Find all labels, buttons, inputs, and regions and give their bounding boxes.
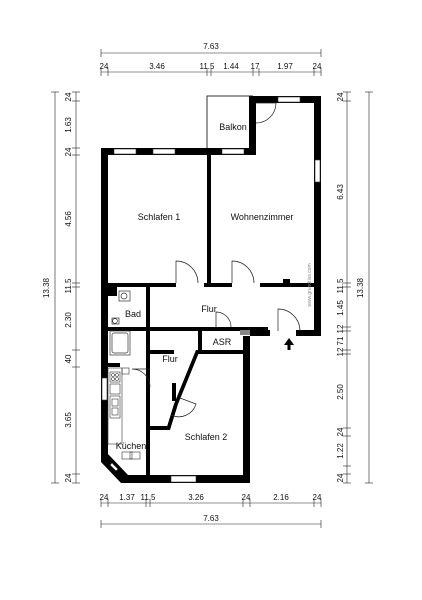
- right-dim-8: 2.50: [336, 384, 345, 400]
- top-dim-1: 24: [100, 62, 109, 71]
- left-dim-4: 4.56: [64, 211, 73, 227]
- radiator: [240, 330, 250, 335]
- watermark: www.grundriss.com: [307, 263, 313, 306]
- bottom-total-label: 7.63: [203, 514, 219, 523]
- right-dim-9: 24: [336, 427, 345, 436]
- right-dim-6: 71: [336, 336, 345, 345]
- top-dim-7: 24: [313, 62, 322, 71]
- room-label-balkon: Balkon: [219, 122, 247, 132]
- right-dim-4: 1.45: [336, 300, 345, 316]
- right-dim-10: 1.22: [336, 443, 345, 459]
- room-label-bad: Bad: [125, 309, 141, 319]
- left-dim-8: 3.65: [64, 412, 73, 428]
- windows: [101, 96, 321, 483]
- left-total-label: 13.38: [42, 277, 51, 298]
- room-label-flur: Flur: [201, 304, 217, 314]
- top-dim-5: 17: [251, 62, 260, 71]
- top-dim-2: 3.46: [149, 62, 165, 71]
- left-dim-9: 24: [64, 473, 73, 482]
- interior-walls: [108, 155, 314, 475]
- left-dim-7: 40: [64, 354, 73, 363]
- bottom-dim-2: 1.37: [119, 493, 135, 502]
- room-label-wohnenzimmer: Wohnenzimmer: [231, 212, 294, 222]
- up-arrow-icon: [284, 338, 294, 350]
- balcony: [206, 95, 253, 148]
- top-dim-3: 11.5: [200, 62, 216, 71]
- top-dim-4: 1.44: [223, 62, 239, 71]
- left-dim-6: 2.30: [64, 312, 73, 328]
- right-dim-2: 6.43: [336, 184, 345, 200]
- right-total-label: 13.38: [356, 277, 365, 298]
- bottom-dim-5: 24: [242, 493, 251, 502]
- bottom-dim-3: 11.5: [141, 493, 157, 502]
- left-dim-5: 11.5: [64, 278, 73, 294]
- right-dim-5: 12: [336, 324, 345, 333]
- right-dim-1: 24: [336, 92, 345, 101]
- top-total-label: 7.63: [203, 42, 219, 51]
- top-dim-6: 1.97: [277, 62, 293, 71]
- left-dim-3: 24: [64, 147, 73, 156]
- bath-fixtures: [109, 290, 131, 356]
- bottom-dim-1: 24: [100, 493, 109, 502]
- room-label-schlafen-1: Schlafen 1: [138, 212, 181, 222]
- room-label-asr: ASR: [213, 337, 232, 347]
- doors: [131, 102, 301, 418]
- left-dim-2: 1.63: [64, 117, 73, 133]
- left-dim-1: 24: [64, 92, 73, 101]
- right-dim-11: 24: [336, 473, 345, 482]
- room-label-flur-small: Flur: [162, 354, 178, 364]
- right-dim-7: 12: [336, 347, 345, 356]
- bottom-dim-4: 3.26: [188, 493, 204, 502]
- bottom-dim-7: 24: [313, 493, 322, 502]
- kitchen-fixtures: [107, 367, 141, 460]
- right-dim-3: 11.5: [336, 278, 345, 294]
- bottom-dim-6: 2.16: [273, 493, 289, 502]
- room-label-schlafen-2: Schlafen 2: [185, 432, 228, 442]
- room-label-kuechen: Küchen: [116, 441, 147, 451]
